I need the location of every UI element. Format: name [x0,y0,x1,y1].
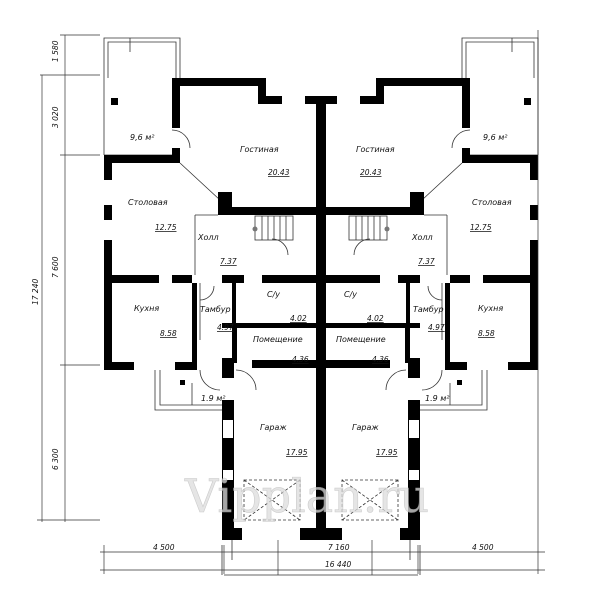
dining-room-name: Столовая [128,198,168,207]
dim-horizontal-left: 4 500 [153,543,175,552]
bathroom-area: 4.02 [367,314,384,323]
kitchen-area: 8.58 [478,329,495,338]
utility-room-name: Помещение [253,335,303,344]
dim-vertical-2: 3 020 [51,106,60,128]
watermark: Vipplan.ru [184,469,429,523]
dim-vertical-1: 1 580 [51,40,60,62]
bathroom-name: С/у [344,290,357,299]
garage-area: 17.95 [286,448,308,457]
living-room-name: Гостиная [240,145,279,154]
utility-room-name: Помещение [336,335,386,344]
garage-name: Гараж [260,423,287,432]
dim-vertical-total: 17 240 [31,279,40,305]
dim-horizontal-right: 4 500 [472,543,494,552]
dim-vertical-3: 7 600 [51,256,60,278]
garage-area: 17.95 [376,448,398,457]
left-unit-labels: 9,6 м² Гостиная 20.43 Столовая 12.75 Хол… [128,133,309,457]
hall-area: 7.37 [418,257,435,266]
vestibule-name: Тамбур [413,305,444,314]
utility-room-area: 4.36 [292,355,309,364]
dining-room-name: Столовая [472,198,512,207]
kitchen-name: Кухня [478,304,503,313]
dim-horizontal-middle: 7 160 [328,543,350,552]
kitchen-area: 8.58 [160,329,177,338]
living-room-area: 20.43 [360,168,382,177]
utility-room-area: 4.36 [372,355,389,364]
dining-room-area: 12.75 [470,223,492,232]
living-room-area: 20.43 [268,168,290,177]
porch-area: 1.9 м² [201,394,226,403]
living-room-name: Гостиная [356,145,395,154]
bathroom-area: 4.02 [290,314,307,323]
terrace-area: 9,6 м² [130,133,155,142]
dining-room-area: 12.75 [155,223,177,232]
terrace-area: 9,6 м² [483,133,508,142]
dimension-lines [37,30,545,576]
right-unit-labels: 9,6 м² Гостиная 20.43 Столовая 12.75 Хол… [336,133,512,457]
vestibule-area: 4.97 [428,323,445,332]
dim-horizontal-total: 16 440 [325,560,351,569]
dim-vertical-4: 6 300 [51,448,60,470]
vestibule-area: 4.97 [217,323,234,332]
porch-area: 1.9 м² [425,394,450,403]
hall-area: 7.37 [220,257,237,266]
kitchen-name: Кухня [134,304,159,313]
vestibule-name: Тамбур [200,305,231,314]
bathroom-name: С/у [267,290,280,299]
garage-name: Гараж [352,423,379,432]
hall-name: Холл [411,233,433,242]
hall-name: Холл [197,233,219,242]
